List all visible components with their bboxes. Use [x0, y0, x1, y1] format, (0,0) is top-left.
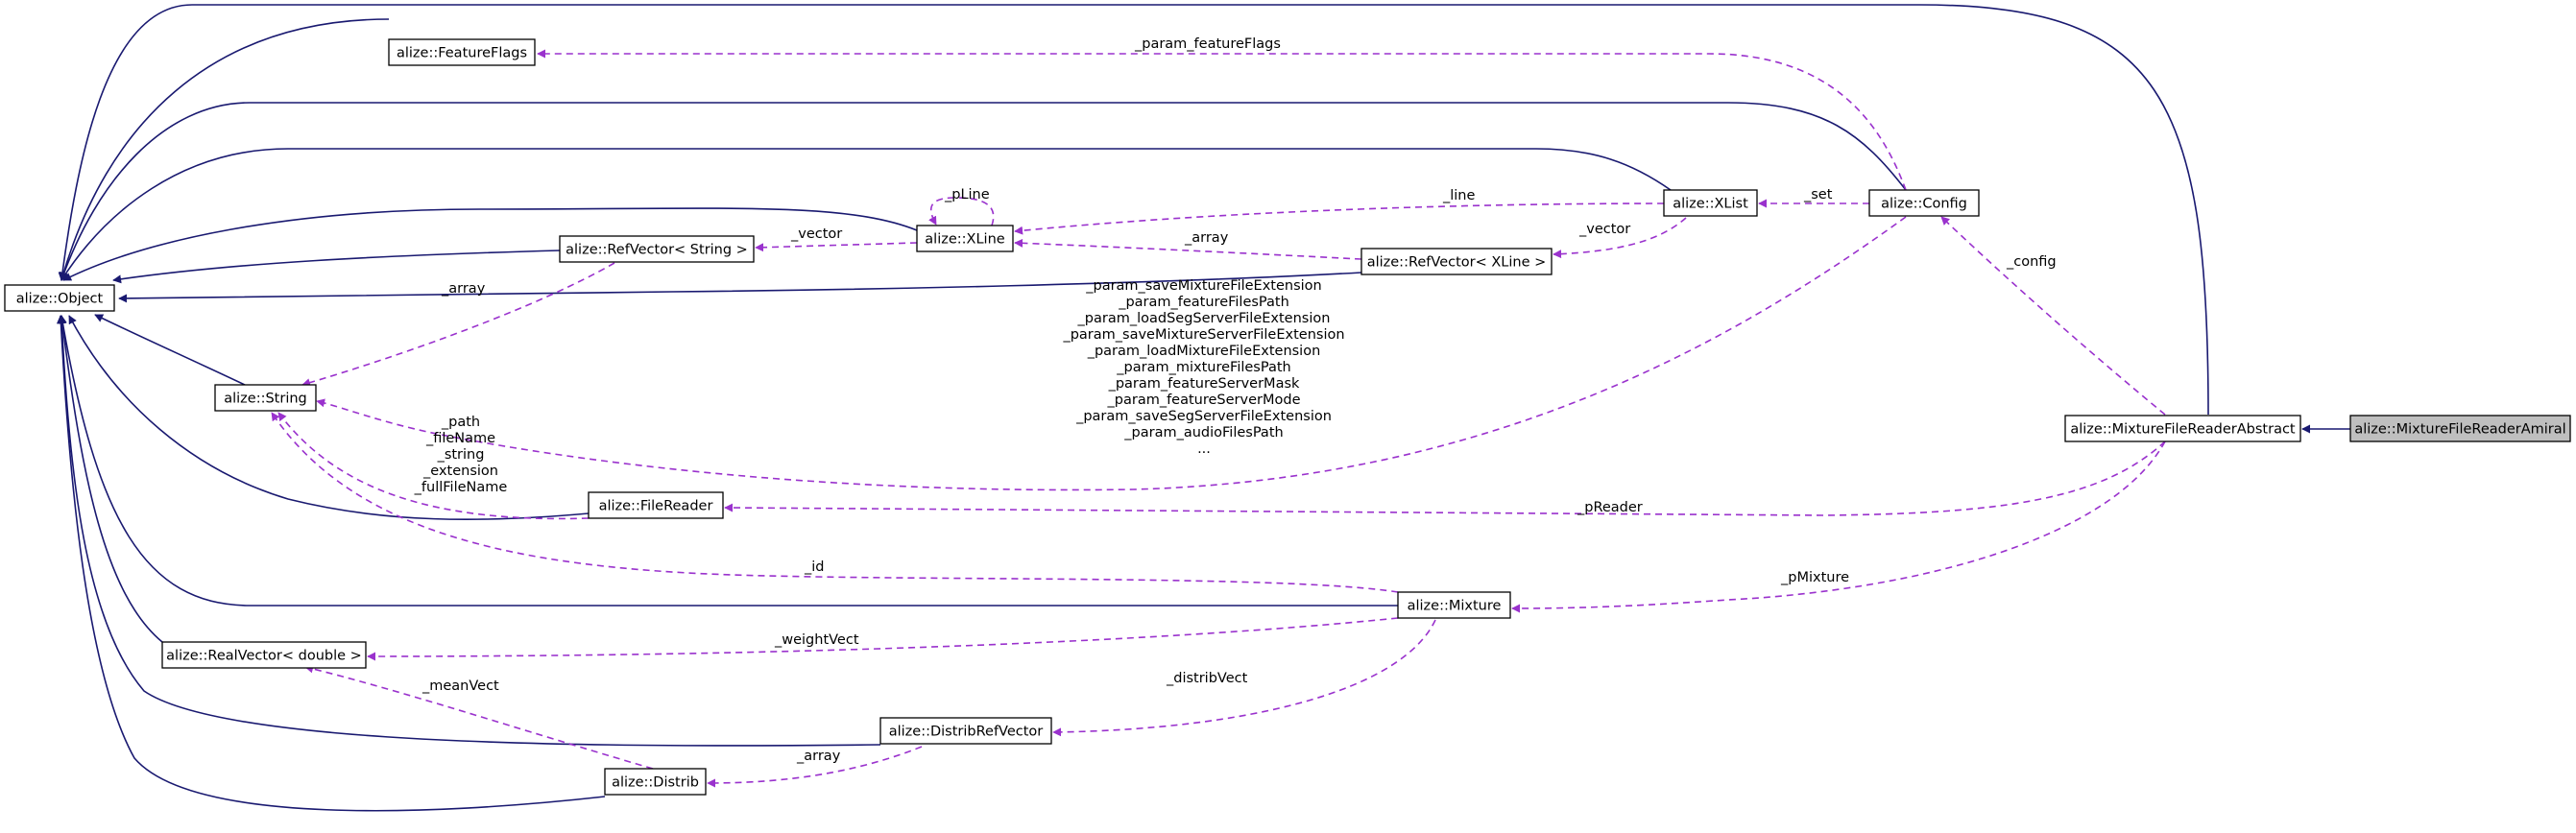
label-set: _set [1803, 187, 1833, 202]
param-label: _string [437, 447, 485, 463]
node-mixture-file-reader-abstract[interactable]: alize::MixtureFileReaderAbstract [2064, 415, 2301, 442]
edge-featureflags-to-object [59, 18, 390, 281]
param-label: _param_featureServerMask [1108, 376, 1300, 392]
node-feature-flags[interactable]: alize::FeatureFlags [388, 38, 536, 66]
edge-string-refvector-string [301, 262, 615, 388]
edge-realvector-mixture [367, 617, 1399, 661]
edge-filereader-mfra [724, 440, 2166, 516]
node-label: alize::XLine [925, 232, 1004, 248]
node-xlist[interactable]: alize::XList [1663, 189, 1758, 217]
label-weightvect: _weightVect [774, 632, 859, 648]
param-label: _extension [422, 464, 498, 479]
param-label: _param_loadSegServerFileExtension [1077, 311, 1331, 326]
edge-refvector-string-xline [755, 242, 918, 252]
label-config: _config [2006, 254, 2057, 270]
label-param-featureflags: _param_featureFlags [1134, 36, 1281, 52]
edge-refvector-xline-to-object [118, 272, 1362, 303]
node-label: alize::DistribRefVector [889, 725, 1044, 740]
param-label: _param_featureServerMode [1107, 393, 1301, 408]
node-label: alize::RefVector< XLine > [1367, 255, 1547, 271]
edge-xline-refvector-xline [1014, 238, 1362, 260]
node-label: alize::RefVector< String > [566, 243, 748, 258]
usage-edges [271, 49, 2166, 788]
node-label: alize::FeatureFlags [397, 46, 527, 61]
label-line: _line [1442, 188, 1475, 203]
node-distrib-refvector[interactable]: alize::DistribRefVector [879, 717, 1052, 745]
node-label: alize::Config [1881, 197, 1967, 212]
edge-xline-xlist [1014, 202, 1665, 235]
edge-distrib-to-object [56, 315, 606, 812]
node-config[interactable]: alize::Config [1868, 189, 1980, 217]
edge-filereader-to-object [68, 315, 590, 521]
label-filereader-string-params: _path _fileName _string _extension _full… [414, 415, 508, 495]
edge-xline-self [928, 197, 995, 226]
node-object[interactable]: alize::Object [4, 284, 115, 312]
edge-distribrefvector-to-object [57, 315, 881, 747]
param-label: _fileName [425, 431, 495, 446]
edge-string-config [316, 216, 1907, 491]
param-label: _param_saveSegServerFileExtension [1075, 409, 1332, 424]
node-label: alize::MixtureFileReaderAbstract [2070, 422, 2296, 438]
label-config-string-params: _param_saveMixtureFileExtension _param_f… [1062, 278, 1344, 457]
edge-mixture-to-object [58, 315, 1398, 607]
node-label: alize::String [224, 392, 307, 407]
edge-string-filereader [277, 412, 590, 520]
param-label: ... [1197, 441, 1211, 457]
node-realvector-double[interactable]: alize::RealVector< double > [161, 641, 367, 669]
node-label: alize::MixtureFileReaderAmiral [2354, 422, 2565, 438]
edge-distrib-distribrefvector [707, 746, 923, 788]
param-label: _path [441, 415, 480, 430]
label-id: _id [804, 559, 824, 575]
inheritance-edges [56, 4, 2350, 812]
node-refvector-xline[interactable]: alize::RefVector< XLine > [1360, 248, 1553, 275]
param-label: _fullFileName [414, 480, 508, 495]
label-array-distrib: _array [796, 749, 841, 764]
node-label: alize::XList [1673, 197, 1748, 212]
label-preader: _pReader [1577, 500, 1643, 515]
param-label: _param_saveMixtureFileExtension [1085, 278, 1322, 294]
node-label: alize::Object [16, 292, 104, 307]
param-label: _param_audioFilesPath [1123, 425, 1283, 440]
nodes: alize::Object alize::FeatureFlags alize:… [4, 38, 2571, 796]
edge-string-to-object [94, 314, 246, 386]
node-label: alize::Distrib [612, 775, 699, 791]
label-distribvect: _distribVect [1166, 671, 1248, 686]
param-label: _param_featureFilesPath [1118, 295, 1289, 310]
edge-realvector-to-object [58, 315, 163, 643]
edge-refvector-string-to-object [112, 250, 561, 284]
node-label: alize::FileReader [599, 499, 713, 514]
edge-config-mfra [1940, 216, 2166, 416]
edge-config-to-object [60, 102, 1907, 281]
node-label: alize::RealVector< double > [166, 649, 362, 664]
label-pline: _pLine [944, 187, 990, 202]
param-label: _param_loadMixtureFileExtension [1087, 344, 1321, 359]
node-string[interactable]: alize::String [214, 384, 317, 412]
node-xline[interactable]: alize::XLine [916, 225, 1014, 252]
node-mixture[interactable]: alize::Mixture [1397, 591, 1511, 619]
label-array-xline: _array [1184, 230, 1229, 246]
edge-mfra-to-object [58, 4, 2209, 416]
param-label: _param_mixtureFilesPath [1116, 360, 1290, 375]
edge-mixture-mfra [1511, 440, 2166, 613]
node-label: alize::Mixture [1408, 599, 1502, 614]
edge-distribrefvector-mixture [1052, 619, 1436, 737]
node-file-reader[interactable]: alize::FileReader [588, 491, 724, 519]
edge-labels: _param_featureFlags _set _line _vector _… [414, 36, 2057, 764]
node-mixture-file-reader-amiral[interactable]: alize::MixtureFileReaderAmiral [2349, 415, 2571, 442]
label-vector-xline: _vector [1578, 222, 1630, 237]
param-label: _param_saveMixtureServerFileExtension [1062, 327, 1344, 343]
label-pmixture: _pMixture [1780, 570, 1849, 585]
label-array-string: _array [441, 281, 486, 297]
edge-xlist-to-object [60, 148, 1672, 281]
edge-xline-to-object [62, 207, 918, 281]
edge-string-mixture [271, 412, 1399, 593]
edge-refvector-xline-xlist [1553, 217, 1687, 259]
node-distrib[interactable]: alize::Distrib [604, 768, 707, 796]
label-vector-string: _vector [790, 226, 842, 242]
edge-config-featureflags [537, 49, 1907, 191]
node-refvector-string[interactable]: alize::RefVector< String > [559, 235, 755, 263]
label-meanvect: _meanVect [421, 678, 499, 694]
